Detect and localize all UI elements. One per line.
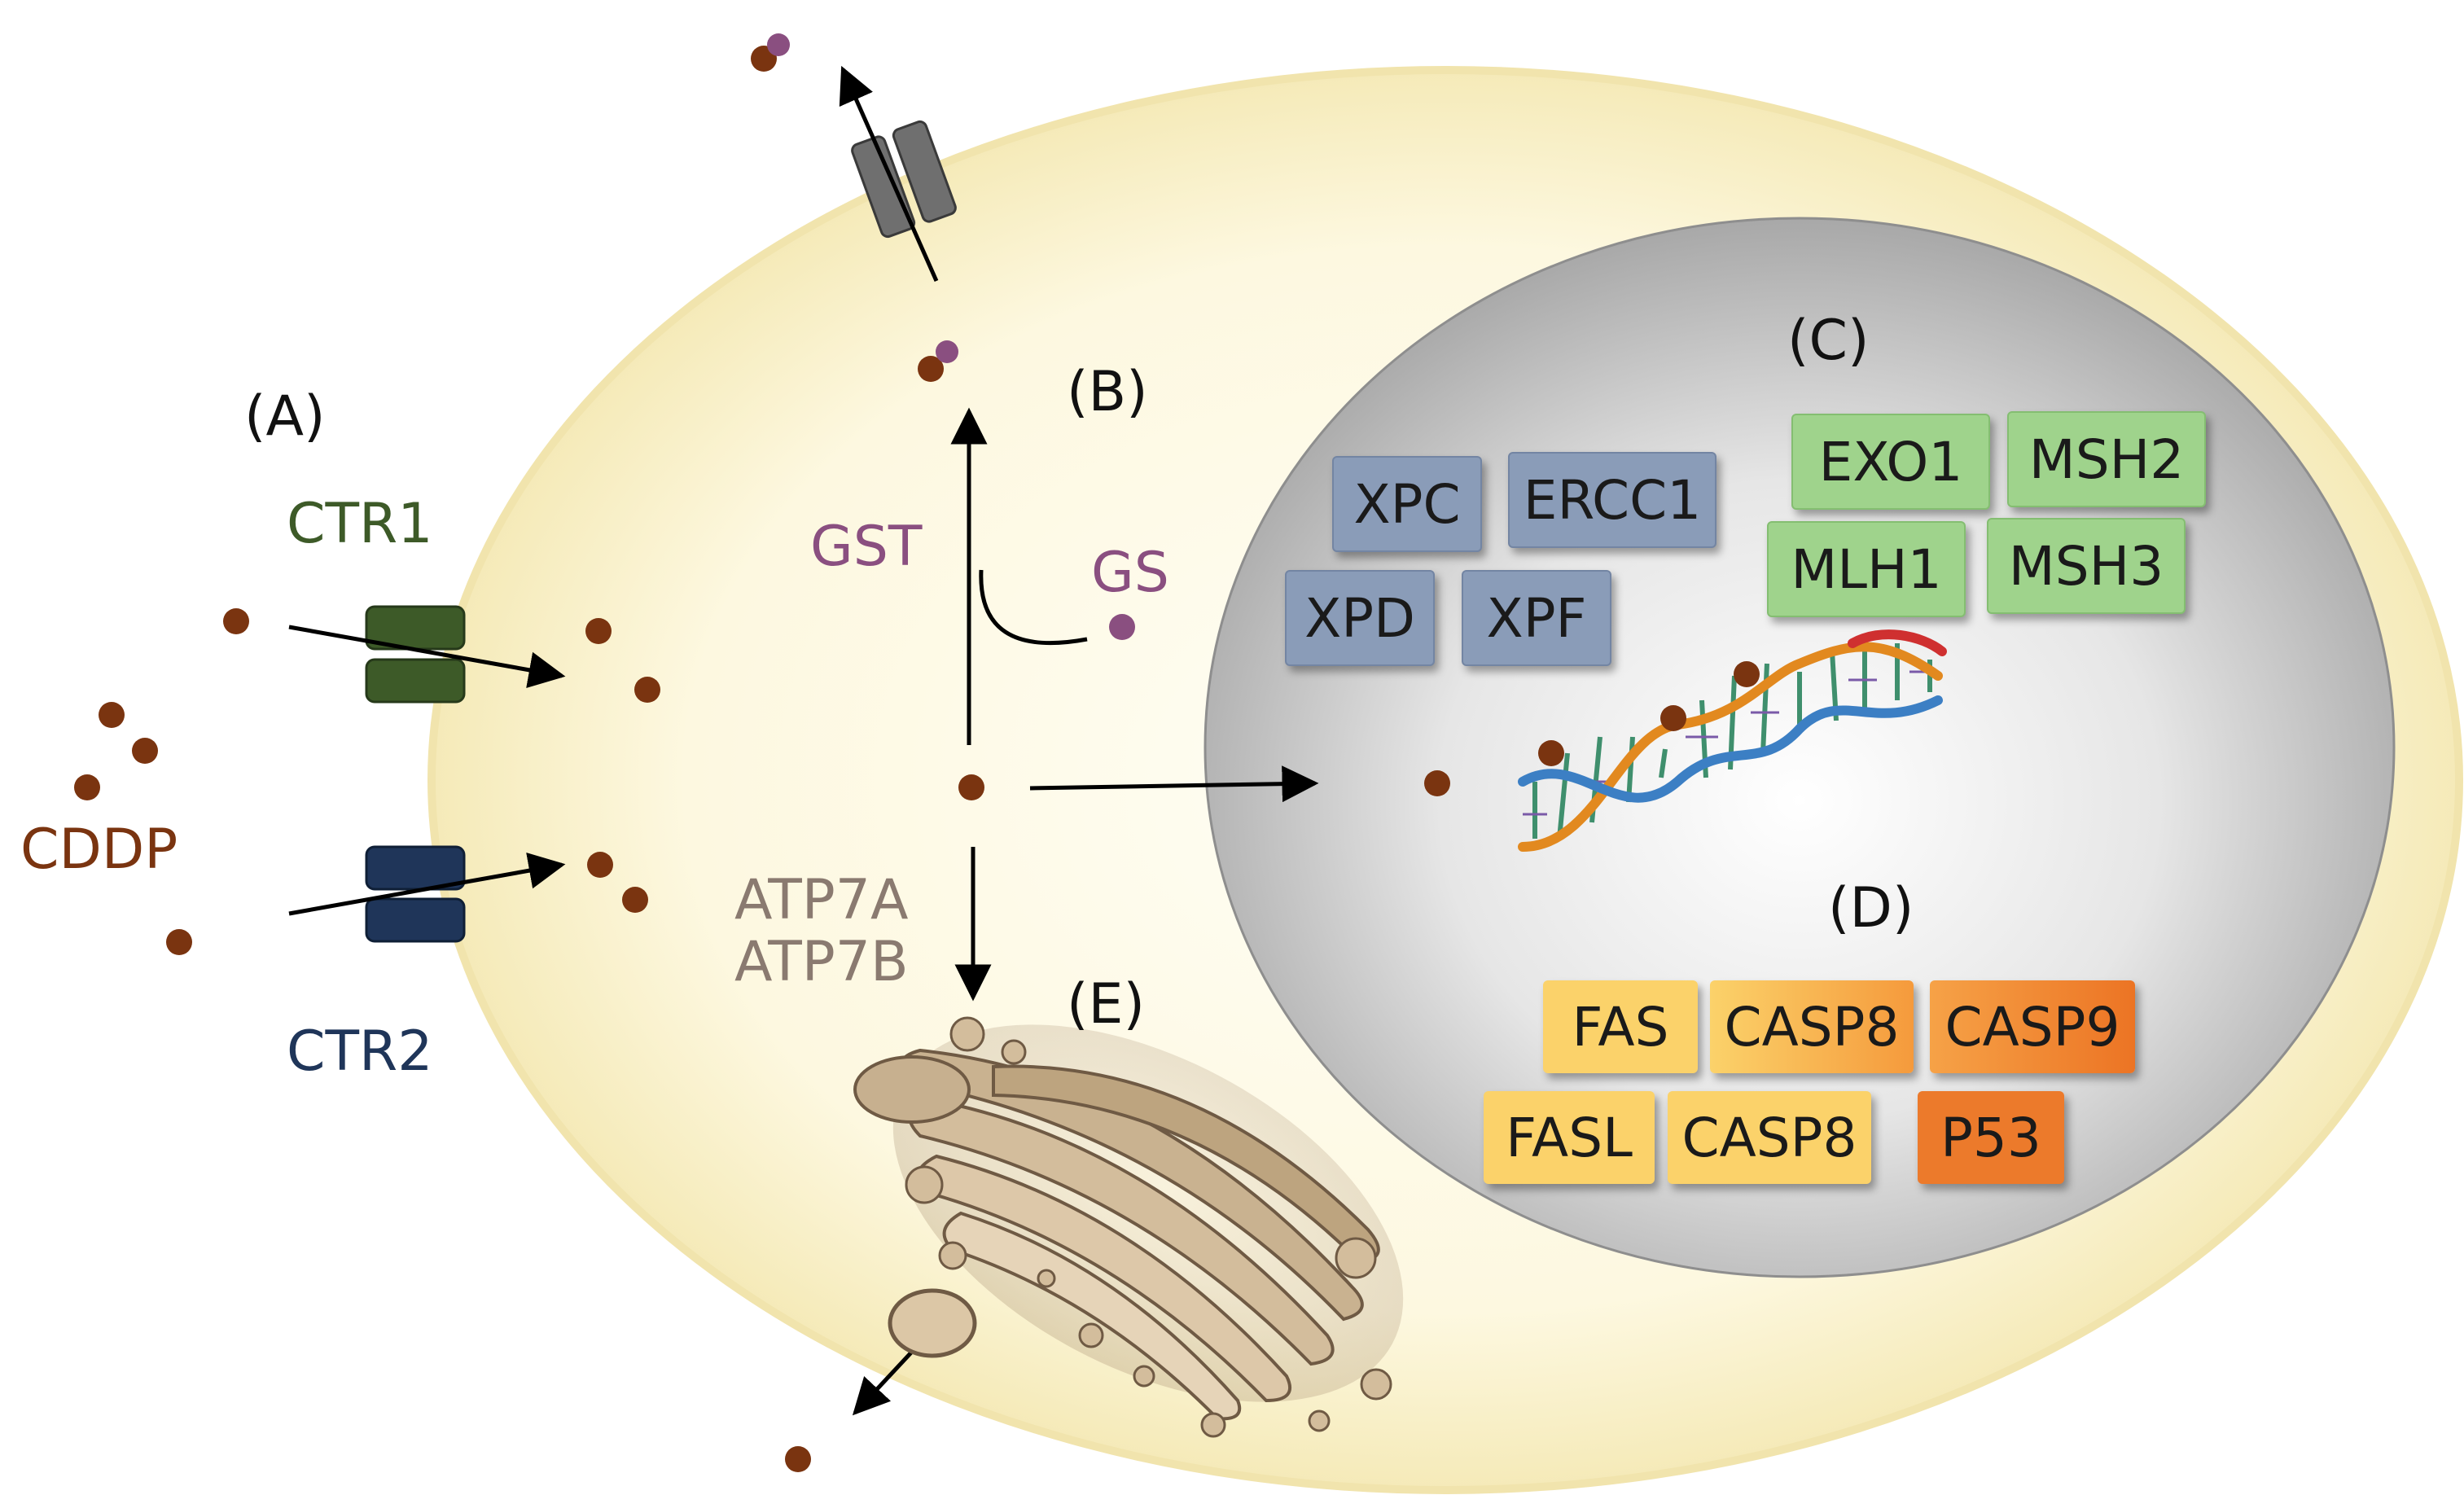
dna-helix [1518, 629, 1947, 852]
protein-box-casp9: CASP9 [1930, 980, 2135, 1073]
efflux-pump [851, 120, 957, 239]
cddp-molecule [132, 738, 158, 764]
protein-box-xpd: XPD [1285, 570, 1435, 666]
protein-box-fasl: FASL [1484, 1091, 1655, 1184]
cddp-molecule [785, 1446, 811, 1472]
protein-box-xpf: XPF [1462, 570, 1611, 666]
ctr2-label: CTR2 [287, 1019, 433, 1084]
cddp-gs-conjugate [918, 340, 958, 382]
cddp-molecule [587, 852, 613, 878]
cddp-gs-conjugate [751, 33, 790, 72]
ctr2-transporter [365, 845, 466, 943]
cddp-molecule [1734, 661, 1760, 687]
cddp-molecule [634, 677, 660, 703]
protein-box-fas: FAS [1543, 980, 1698, 1073]
golgi-apparatus [853, 1016, 1404, 1438]
gs-label: GS [1091, 541, 1169, 605]
ctr2-influx-arrow [288, 852, 566, 916]
cddp-label: CDDP [20, 818, 178, 882]
secretory-vesicle [888, 1288, 977, 1358]
section-e-label: (E) [1067, 972, 1146, 1037]
section-b-label: (B) [1067, 360, 1148, 424]
protein-box-p53: P53 [1918, 1091, 2064, 1184]
ctr1-transporter [365, 605, 466, 704]
protein-box-ercc1: ERCC1 [1508, 452, 1716, 548]
protein-box-msh2: MSH2 [2007, 411, 2206, 507]
cddp-molecule [585, 618, 612, 644]
atp7a-label: ATP7A [734, 868, 909, 932]
section-c-label: (C) [1787, 309, 1870, 373]
cddp-molecule [74, 774, 100, 800]
nucleus-entry-arrow [1029, 765, 1319, 803]
section-a-label: (A) [244, 384, 326, 449]
protein-box-mlh1: MLH1 [1767, 521, 1966, 617]
protein-box-xpc: XPC [1332, 456, 1482, 552]
protein-box-casp8-top: CASP8 [1710, 980, 1914, 1073]
gst-label: GST [810, 515, 923, 579]
ctr1-label: CTR1 [287, 492, 433, 556]
protein-box-msh3: MSH3 [1987, 518, 2186, 614]
section-d-label: (D) [1828, 876, 1914, 940]
cddp-molecule [1424, 770, 1450, 796]
gs-molecule [1109, 614, 1135, 640]
protein-box-exo1: EXO1 [1791, 414, 1990, 510]
cddp-molecule [223, 608, 249, 634]
cddp-molecule [622, 887, 648, 913]
protein-box-casp8-bottom: CASP8 [1668, 1091, 1871, 1184]
cddp-molecule [166, 929, 192, 955]
cddp-molecule [958, 774, 984, 800]
ctr1-influx-arrow [288, 625, 566, 689]
cddp-molecule [1660, 705, 1686, 731]
cddp-molecule [1538, 740, 1564, 766]
atp7b-label: ATP7B [734, 930, 909, 994]
exocytosis-arrow [852, 1350, 914, 1416]
gs-conjugation-curve [979, 569, 1088, 646]
efflux-arrow [839, 65, 939, 283]
cddp-molecule [99, 702, 125, 728]
